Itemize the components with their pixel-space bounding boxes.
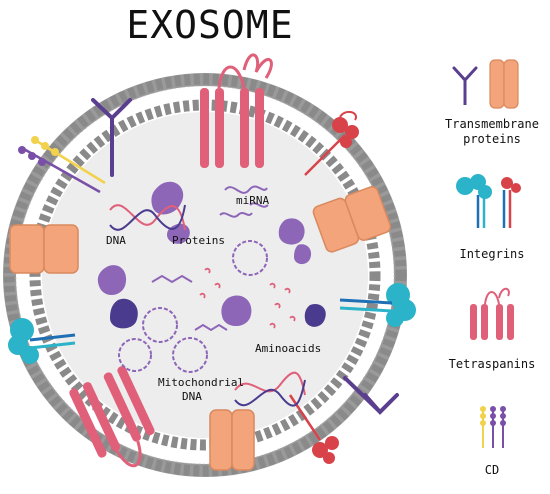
integrin-right <box>339 283 416 327</box>
red-ligand-top-right <box>304 110 359 176</box>
tetraspanin-bottom-left <box>69 366 155 468</box>
protein-blob <box>304 303 326 327</box>
mitochondrial-dna-rings <box>118 240 268 373</box>
cd-chain-top-left <box>18 136 106 194</box>
integrin-left <box>8 318 76 364</box>
legend-tetraspanin-icon <box>470 287 514 340</box>
legend-label-transmembrane: Transmembrane <box>445 117 539 131</box>
label-proteins: Proteins <box>172 234 225 247</box>
protein-blob <box>110 298 138 329</box>
exosome-lumen <box>42 112 368 438</box>
transmembrane-barrel-right <box>312 186 392 253</box>
label-mitochondrial: Mitochondrial <box>158 376 244 389</box>
lipid-tails <box>15 85 395 465</box>
red-ligand-bottom-right <box>288 394 339 464</box>
legend-label-integrins: Integrins <box>459 247 524 261</box>
protein-blob <box>294 244 312 265</box>
transmembrane-barrel-bottom <box>209 409 255 471</box>
y-receptor-bottom-right <box>343 376 399 415</box>
legend-integrin-icons <box>456 174 521 228</box>
protein-blob <box>278 218 305 245</box>
protein-blob <box>221 295 252 327</box>
transmembrane-barrel-left <box>9 224 79 274</box>
label-mitochondrial-dna: DNA <box>182 390 202 403</box>
mirna-fragments <box>151 185 269 332</box>
dna-helix-top <box>109 204 186 231</box>
protein-blob <box>97 265 127 295</box>
legend-cd-icon <box>480 406 506 448</box>
legend-label-tetraspanins: Tetraspanins <box>449 357 536 371</box>
y-receptor-top-left <box>91 98 132 177</box>
tetraspanin-top <box>200 53 273 168</box>
mtdna-ring <box>172 337 208 373</box>
mtdna-ring <box>142 307 178 343</box>
dna-helix-bottom <box>234 371 306 407</box>
label-aminoacids: Aminoacids <box>255 342 321 355</box>
legend-label-proteins: proteins <box>463 132 521 146</box>
mtdna-ring <box>118 338 152 372</box>
label-mirna: miRNA <box>236 194 269 207</box>
legend-label-cd: CD <box>485 463 499 477</box>
mtdna-ring <box>232 240 268 276</box>
legend-transmembrane-icons <box>452 59 519 109</box>
diagram-title: EXOSOME <box>126 3 293 47</box>
legend: Transmembrane proteins Integrins Tetrasp… <box>445 59 539 477</box>
aminoacids <box>199 267 296 329</box>
label-dna: DNA <box>106 234 126 247</box>
outer-lipid-heads <box>3 73 407 477</box>
